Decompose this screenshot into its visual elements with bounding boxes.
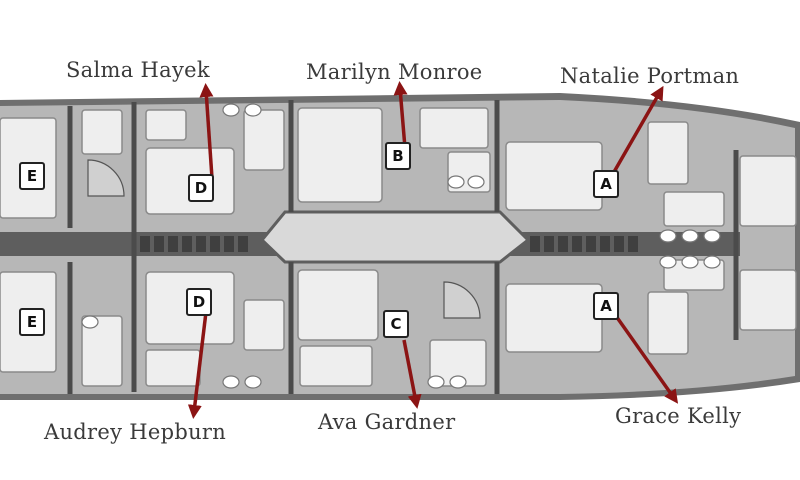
arrow-grace (614, 314, 679, 404)
corridor-planks (140, 236, 638, 252)
cabin-badge-grace: A (593, 292, 619, 320)
cabin-label-marilyn: Marilyn Monroe (306, 60, 483, 84)
cabin-label-grace: Grace Kelly (615, 404, 742, 428)
cabin-badge-audrey: D (186, 288, 212, 316)
arrow-ava (402, 339, 422, 409)
cabin-badge-e-upper: E (19, 162, 45, 190)
bathroom-fixtures (81, 103, 721, 389)
cabin-badge-natalie: A (593, 170, 619, 198)
cabin-badge-e-lower: E (19, 308, 45, 336)
arrow-natalie (612, 85, 664, 173)
cabin-badge-marilyn: B (385, 142, 411, 170)
cabin-arrows (187, 81, 679, 419)
central-salon (259, 210, 531, 264)
cabin-badge-ava: C (383, 310, 409, 338)
cabin-label-salma: Salma Hayek (66, 58, 210, 82)
arrow-audrey (187, 311, 208, 419)
staircases (87, 159, 481, 319)
cabin-walls (67, 100, 739, 394)
cabin-badge-salma: D (188, 174, 214, 202)
arrow-marilyn (393, 81, 408, 149)
cabin-label-audrey: Audrey Hepburn (44, 420, 227, 444)
furniture (0, 107, 797, 387)
arrow-salma (199, 83, 214, 179)
cabin-label-natalie: Natalie Portman (560, 64, 740, 88)
cabin-label-ava: Ava Gardner (318, 410, 456, 434)
